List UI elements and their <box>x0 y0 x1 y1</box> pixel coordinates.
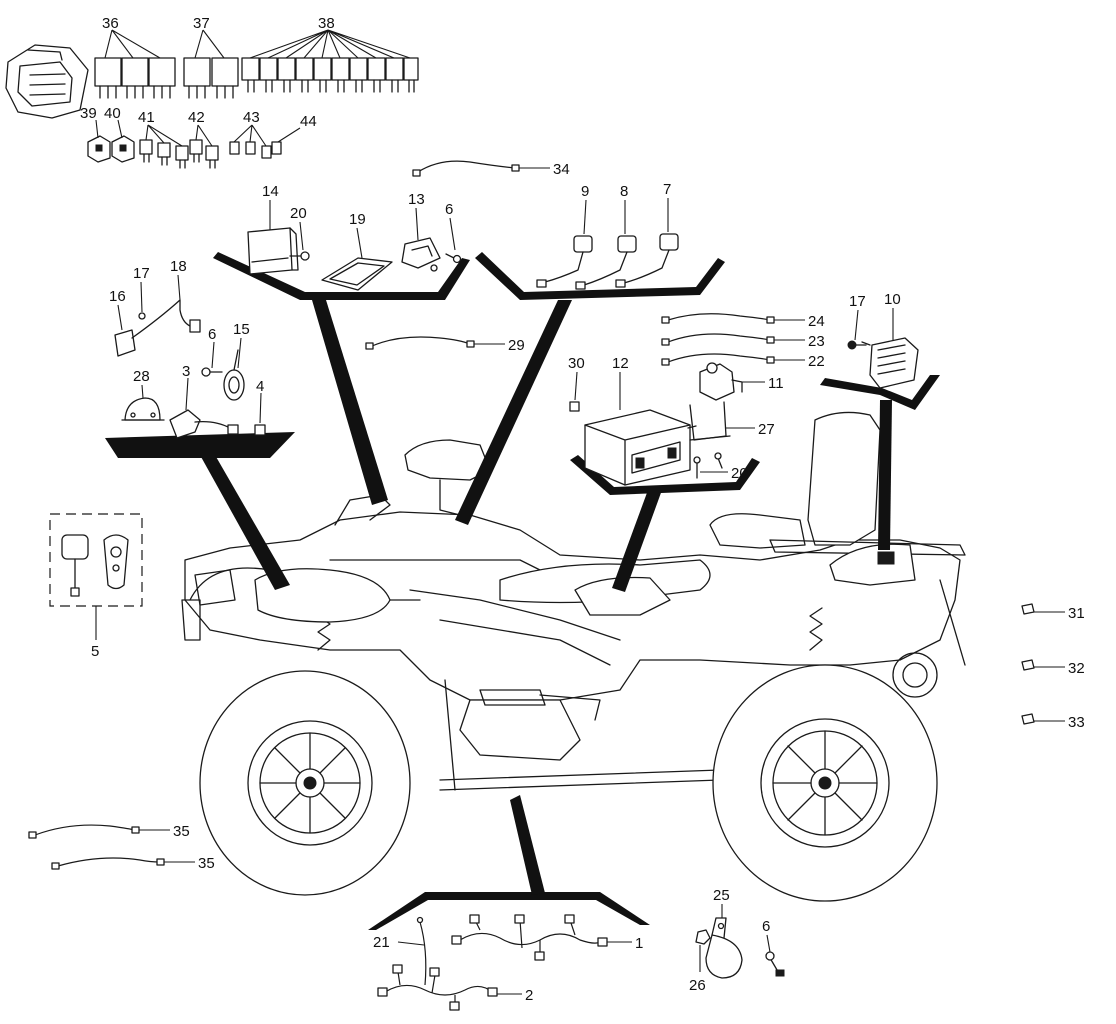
callout-1: 1 <box>635 935 643 952</box>
callout-19: 19 <box>349 211 366 228</box>
screw-6c <box>765 951 785 977</box>
screw-6b <box>201 367 223 377</box>
wire-21 <box>416 916 427 986</box>
rear-wheel <box>712 664 938 902</box>
item-5-box <box>49 513 143 607</box>
callout-42: 42 <box>188 109 205 126</box>
sensor-9 <box>536 235 593 288</box>
callout-2: 2 <box>525 987 533 1004</box>
callout-9: 9 <box>581 183 589 200</box>
harness-1 <box>451 914 608 961</box>
callout-32: 32 <box>1068 660 1085 677</box>
callout-6a: 6 <box>445 201 453 218</box>
fuse-relay-box <box>5 44 89 119</box>
wire-34 <box>412 160 520 177</box>
callout-41: 41 <box>138 109 155 126</box>
callout-11: 11 <box>768 375 784 392</box>
callout-28: 28 <box>133 368 150 385</box>
callout-31: 31 <box>1068 605 1085 622</box>
callout-15: 15 <box>233 321 250 338</box>
wires-35 <box>28 824 165 870</box>
relays-38 <box>241 57 419 93</box>
callout-39: 39 <box>80 105 97 122</box>
callout-44: 44 <box>300 113 317 130</box>
atv-vehicle-illustration <box>181 411 966 791</box>
wires-22-24 <box>661 313 775 366</box>
bolts-20b <box>693 452 723 479</box>
switch-3 <box>169 409 239 439</box>
sensor-7 <box>615 233 679 288</box>
sensor-16-18 <box>114 299 201 357</box>
callout-37: 37 <box>193 15 210 32</box>
callout-20b: 20 <box>731 465 748 482</box>
callout-43: 43 <box>243 109 260 126</box>
callout-34: 34 <box>553 161 570 178</box>
battery-strap-27 <box>687 401 731 441</box>
callout-40: 40 <box>104 105 121 122</box>
callout-20a: 20 <box>290 205 307 222</box>
nut-26 <box>695 929 711 945</box>
relays-37 <box>183 57 239 99</box>
battery-12 <box>584 409 691 486</box>
clip-30 <box>569 401 580 412</box>
callout-21: 21 <box>373 934 390 951</box>
module-13 <box>401 237 441 272</box>
regulator-on-body <box>877 551 895 565</box>
sensor-8 <box>575 235 637 290</box>
front-wiring-region <box>254 568 391 623</box>
bolt-20a <box>289 251 310 261</box>
horn-15 <box>223 349 245 401</box>
callout-24: 24 <box>808 313 825 330</box>
harness-2 <box>377 964 498 1011</box>
callout-6b: 6 <box>208 326 216 343</box>
screw-6a <box>445 253 462 264</box>
callout-38: 38 <box>318 15 335 32</box>
small-relays-39-40 <box>87 135 135 163</box>
connector-4 <box>254 424 266 436</box>
callout-14: 14 <box>262 183 279 200</box>
callout-33: 33 <box>1068 714 1085 731</box>
callout-22: 22 <box>808 353 825 370</box>
fuses-41-44 <box>139 139 282 169</box>
pad-19 <box>321 257 393 291</box>
callout-16: 16 <box>109 288 126 305</box>
front-wheel <box>199 670 411 896</box>
callout-bands <box>105 252 940 930</box>
callout-18: 18 <box>170 258 187 275</box>
clamp-25 <box>705 917 743 979</box>
relays-36 <box>94 57 176 99</box>
ecu-14 <box>247 227 299 275</box>
callout-10: 10 <box>884 291 901 308</box>
callout-6c: 6 <box>762 918 770 935</box>
clips-31-33 <box>1021 603 1035 725</box>
callout-29: 29 <box>508 337 525 354</box>
callout-35a: 35 <box>173 823 190 840</box>
callout-8: 8 <box>620 183 628 200</box>
callout-17a: 17 <box>133 265 150 282</box>
callout-35b: 35 <box>198 855 215 872</box>
callout-25: 25 <box>713 887 730 904</box>
callout-36: 36 <box>102 15 119 32</box>
cover-28 <box>121 397 165 421</box>
callout-3: 3 <box>182 363 190 380</box>
callout-27: 27 <box>758 421 775 438</box>
callout-12: 12 <box>612 355 629 372</box>
callout-7: 7 <box>663 181 671 198</box>
callout-30: 30 <box>568 355 585 372</box>
callout-5: 5 <box>91 643 99 660</box>
callout-labels: 1 2 3 4 5 6 6 6 7 8 9 10 11 12 13 14 15 … <box>80 15 1085 1004</box>
callout-17b: 17 <box>849 293 866 310</box>
callout-26: 26 <box>689 977 706 994</box>
callout-13: 13 <box>408 191 425 208</box>
regulator-10 <box>861 337 919 389</box>
callout-23: 23 <box>808 333 825 350</box>
callout-4: 4 <box>256 378 264 395</box>
screw-17b <box>847 340 867 350</box>
starter-relay-11 <box>699 362 743 401</box>
wire-29 <box>365 336 475 350</box>
